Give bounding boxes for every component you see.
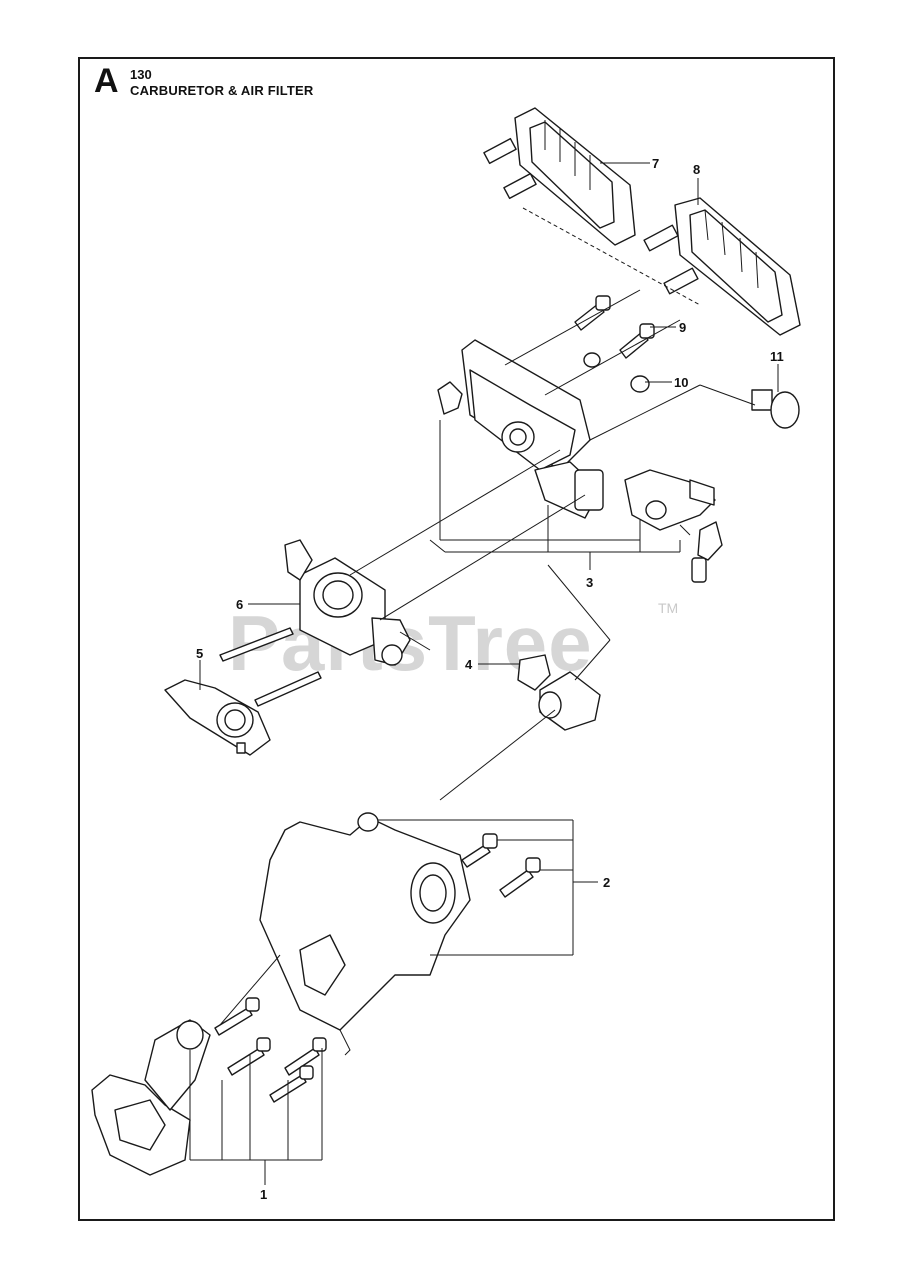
screw-part-9[interactable] <box>574 295 655 359</box>
callout-11[interactable]: 11 <box>770 349 784 364</box>
callout-1[interactable]: 1 <box>260 1187 267 1202</box>
callout-5[interactable]: 5 <box>196 646 203 661</box>
watermark-tm: TM <box>658 600 679 616</box>
section-letter: A <box>94 62 119 100</box>
adapter-part-4[interactable] <box>517 654 601 731</box>
air-filter-part-7[interactable] <box>483 107 636 246</box>
callout-8[interactable]: 8 <box>693 162 700 177</box>
callout-3[interactable]: 3 <box>586 575 593 590</box>
section-number: 130 <box>130 67 152 82</box>
callout-9[interactable]: 9 <box>679 320 686 335</box>
callout-10[interactable]: 10 <box>674 375 688 390</box>
callout-7[interactable]: 7 <box>652 156 659 171</box>
air-filter-part-8[interactable] <box>643 197 801 336</box>
callout-2[interactable]: 2 <box>603 875 610 890</box>
carburetor-housing-part-3[interactable] <box>437 339 723 583</box>
intake-boot-part-1[interactable] <box>91 997 327 1176</box>
callout-6[interactable]: 6 <box>236 597 243 612</box>
manifold-part-5[interactable] <box>164 627 322 756</box>
carburetor-part-6[interactable] <box>284 539 431 666</box>
leader-lines <box>189 162 779 1185</box>
cylinder-cover-part-2[interactable] <box>259 812 541 1056</box>
section-title: CARBURETOR & AIR FILTER <box>130 83 314 98</box>
callout-4[interactable]: 4 <box>465 657 473 672</box>
nut-part-10[interactable] <box>583 352 650 393</box>
primer-bulb-part-11[interactable] <box>708 365 800 456</box>
